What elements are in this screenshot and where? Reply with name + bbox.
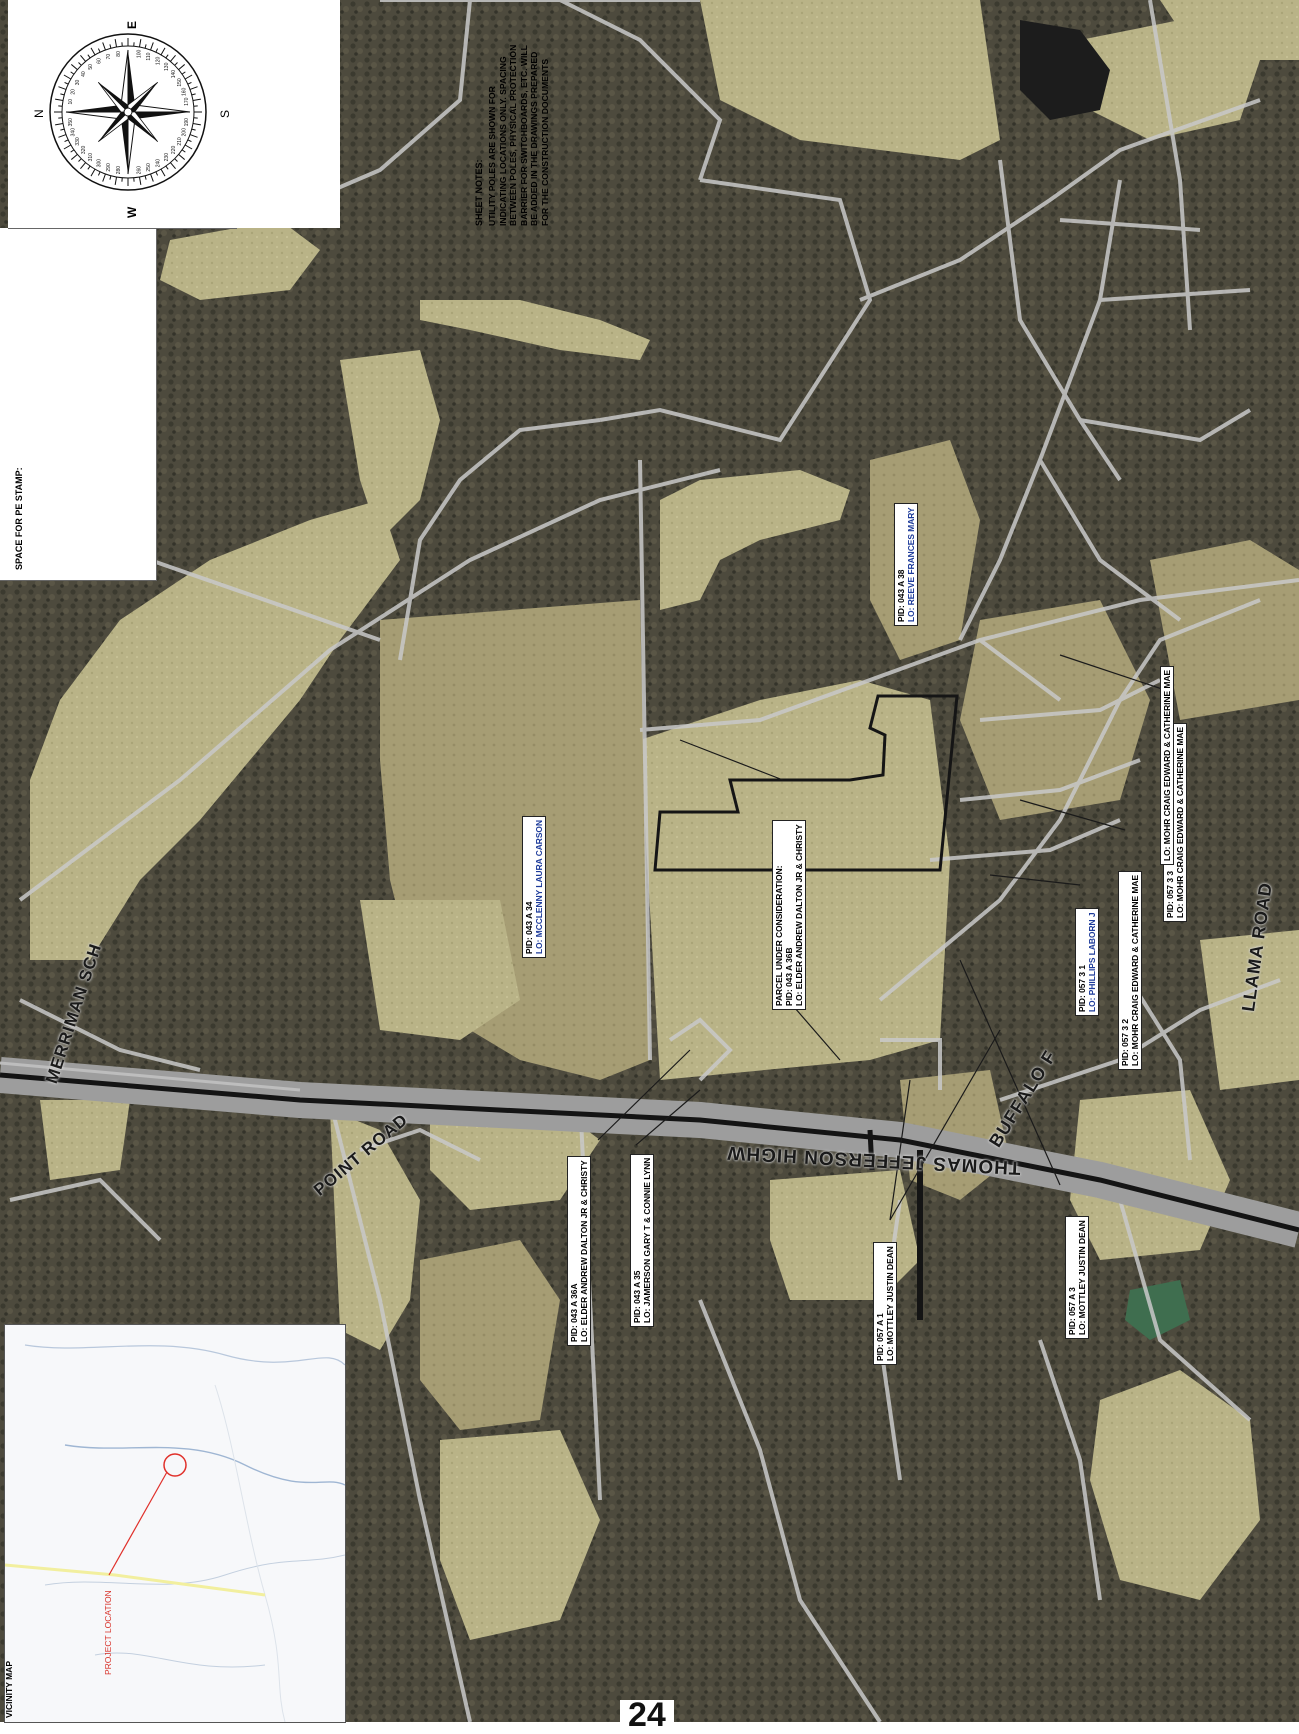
compass-east: E xyxy=(125,21,139,29)
compass-degree-label: 250 xyxy=(146,163,152,172)
compass-degree-label: 120 xyxy=(156,57,162,66)
compass-degree-label: 100 xyxy=(136,50,142,59)
compass-degree-label: 200 xyxy=(181,128,187,137)
compass-degree-label: 320 xyxy=(81,146,87,155)
compass-degree-label: 150 xyxy=(177,78,183,87)
parcel-label-043-a-35: PID: 043 A 35 LO: JAMERSON GARY T & CONN… xyxy=(630,1154,654,1327)
pe-stamp-box: SPACE FOR PE STAMP: xyxy=(0,228,157,581)
compass-degree-label: 50 xyxy=(88,64,94,70)
vicinity-map: PROJECT LOCATION xyxy=(4,1324,346,1723)
sheet-note-line: FOR THE CONSTRUCTION DOCUMENTS xyxy=(540,45,551,226)
vicinity-map-drawing xyxy=(5,1325,345,1722)
sheet-note-line: BE ADDED IN THE DRAWINGS PREPARED xyxy=(529,45,540,226)
compass-degree-label: 10 xyxy=(68,99,74,105)
compass-degree-label: 110 xyxy=(146,52,152,60)
compass-degree-label: 300 xyxy=(97,159,103,168)
compass-degree-label: 210 xyxy=(177,137,183,146)
compass-degree-label: 230 xyxy=(164,153,170,162)
compass-degree-label: 130 xyxy=(164,62,170,71)
compass-degree-label: 70 xyxy=(106,54,112,60)
sheet-note-line: BETWEEN POLES, PHYSICAL PROTECTION xyxy=(508,45,519,226)
compass-degree-label: 80 xyxy=(116,51,122,57)
parcel-label-mohr-top: LO: MOHR CRAIG EDWARD & CATHERINE MAE xyxy=(1160,666,1174,865)
parcel-label-057-3-2: PID: 057 3 2 LO: MOHR CRAIG EDWARD & CAT… xyxy=(1118,871,1142,1070)
compass-west: W xyxy=(125,207,139,218)
parcel-label-057-a-3: PID: 057 A 3 LO: MOTTLEY JUSTIN DEAN xyxy=(1065,1216,1089,1339)
sheet-note-line: BARRIER FOR SWITCHBOARDS, ETC. WILL xyxy=(519,45,530,226)
page-number: 24 xyxy=(620,1700,674,1730)
parcel-label-043-a-34: PID: 043 A 34 LO: MCCLENNY LAURA CARSON xyxy=(522,816,546,958)
compass-degree-label: 220 xyxy=(171,146,177,155)
compass-degree-label: 340 xyxy=(71,128,77,137)
parcel-label-057-3-1: PID: 057 3 1 LO: PHILLIPS LABORN J xyxy=(1075,908,1099,1016)
sheet-notes-title: SHEET NOTES: xyxy=(474,159,484,226)
parcel-label-043-a-38: PID: 043 A 38 LO: REEVE FRANCES MARY xyxy=(894,503,918,626)
compass-degree-label: 190 xyxy=(184,118,190,127)
compass-degree-label: 350 xyxy=(68,118,74,127)
parcel-label-057-a-1: PID: 057 A 1 LO: MOTTLEY JUSTIN DEAN xyxy=(873,1242,897,1365)
vicinity-map-title: VICINITY MAP xyxy=(4,1661,14,1718)
compass-degree-label: 330 xyxy=(75,137,81,146)
parcel-label-subject: PARCEL UNDER CONSIDERATION: PID: 043 A 3… xyxy=(772,820,806,1010)
compass-degree-label: 280 xyxy=(116,166,122,175)
compass-degree-label: 310 xyxy=(88,153,94,162)
project-location-label: PROJECT LOCATION xyxy=(103,1590,113,1675)
compass-south: S xyxy=(218,110,232,118)
compass-degree-label: 260 xyxy=(136,166,142,175)
compass-degree-label: 30 xyxy=(75,80,81,86)
compass-degree-label: 160 xyxy=(181,87,187,96)
compass-degree-label: 140 xyxy=(171,70,177,79)
compass-degree-label: 60 xyxy=(97,58,103,64)
compass-north: N xyxy=(32,109,46,118)
compass-degree-label: 240 xyxy=(156,159,162,168)
compass-degree-label: 20 xyxy=(71,89,77,95)
compass-degree-label: 170 xyxy=(184,97,190,106)
pe-stamp-label: SPACE FOR PE STAMP: xyxy=(14,467,24,570)
sheet-note-line: UTILITY POLES ARE SHOWN FOR xyxy=(487,45,498,226)
compass-degree-label: 290 xyxy=(106,163,112,172)
sheet-notes: SHEET NOTES: UTILITY POLES ARE SHOWN FOR… xyxy=(236,0,340,228)
parcel-label-043-a-36a: PID: 043 A 36A LO: ELDER ANDREW DALTON J… xyxy=(567,1156,591,1346)
sheet-note-line: INDICATING LOCATIONS ONLY. SPACING xyxy=(498,45,509,226)
compass-degree-label: 40 xyxy=(81,71,87,77)
